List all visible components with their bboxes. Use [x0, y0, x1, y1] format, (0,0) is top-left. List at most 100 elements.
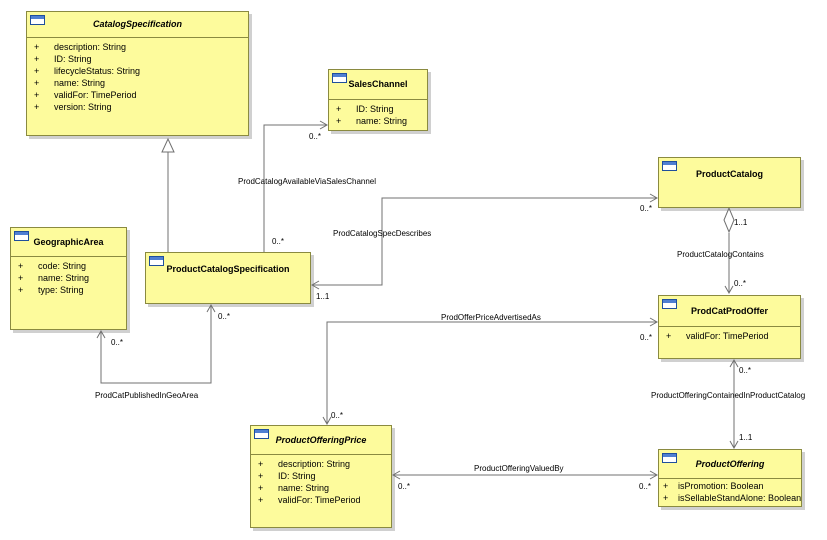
- attribute: +lifecycleStatus: String: [34, 66, 141, 76]
- attribute-list: +validFor: TimePeriod: [659, 327, 800, 342]
- assoc-offering-valued-by-arrow-offering: [649, 470, 659, 480]
- attribute: +validFor: TimePeriod: [34, 90, 137, 100]
- assoc-spec-describes-line[interactable]: [312, 197, 657, 286]
- assoc-label-price-advertised-as: ProdOfferPriceAdvertisedAs: [441, 313, 541, 322]
- multiplicity-label: 0..*: [272, 237, 285, 246]
- class-header: GeographicArea: [11, 228, 126, 256]
- class-product-catalog[interactable]: ProductCatalog: [658, 157, 801, 208]
- class-header: ProductCatalogSpecification: [146, 253, 310, 285]
- class-name: ProductCatalogSpecification: [166, 264, 290, 274]
- assoc-label-available-via-sales-channel: ProdCatalogAvailableViaSalesChannel: [238, 177, 377, 186]
- attribute: +name: String: [336, 116, 408, 126]
- class-product-offering[interactable]: ProductOffering +isPromotion: Boolean +i…: [658, 449, 802, 507]
- class-name: CatalogSpecification: [92, 19, 182, 29]
- class-name: ProductOffering: [695, 459, 765, 469]
- class-header: SalesChannel: [329, 70, 427, 99]
- class-prod-cat-prod-offer[interactable]: ProdCatProdOffer +validFor: TimePeriod: [658, 295, 801, 359]
- multiplicity-label: 0..*: [640, 333, 653, 342]
- assoc-spec-describes-arrow-spec: [310, 280, 320, 290]
- assoc-label-offering-contained: ProductOfferingContainedInProductCatalog: [651, 391, 806, 400]
- attribute: +name: String: [258, 483, 330, 493]
- assoc-offering-contained-arrow-prodoffer: [729, 358, 739, 368]
- assoc-price-advertised-as-line[interactable]: [326, 321, 657, 424]
- multiplicity-label: 0..*: [640, 204, 653, 213]
- multiplicity-label: 0..*: [111, 338, 124, 347]
- class-name: ProdCatProdOffer: [690, 306, 768, 316]
- assoc-published-geo-area-line[interactable]: [100, 305, 212, 384]
- class-icon: [254, 429, 269, 439]
- attribute-list: +isPromotion: Boolean +isSellableStandAl…: [659, 479, 801, 504]
- compartment-separator: [659, 326, 800, 327]
- multiplicity-label: 0..*: [218, 312, 231, 321]
- aggregation-diamond: [723, 206, 735, 234]
- attribute: +description: String: [34, 42, 127, 52]
- assoc-label-catalog-contains: ProductCatalogContains: [677, 250, 764, 259]
- assoc-available-via-sales-channel-arrow: [319, 120, 329, 130]
- attribute: +name: String: [34, 78, 106, 88]
- attribute: +name: String: [18, 273, 90, 283]
- multiplicity-label: 0..*: [309, 132, 322, 141]
- attribute-list: +code: String +name: String +type: Strin…: [11, 257, 126, 296]
- assoc-published-geo-area-arrow-geo: [96, 329, 106, 339]
- class-catalog-specification[interactable]: CatalogSpecification +description: Strin…: [26, 11, 249, 136]
- class-product-catalog-specification[interactable]: ProductCatalogSpecification: [145, 252, 311, 304]
- class-header: ProdCatProdOffer: [659, 296, 800, 326]
- assoc-offering-valued-by-arrow-price: [391, 470, 401, 480]
- class-icon: [662, 299, 677, 309]
- multiplicity-label: 1..1: [316, 292, 330, 301]
- assoc-price-advertised-as-arrow-price: [322, 416, 332, 426]
- multiplicity-label: 0..*: [734, 279, 747, 288]
- class-header: CatalogSpecification: [27, 12, 248, 37]
- class-sales-channel[interactable]: SalesChannel +ID: String +name: String: [328, 69, 428, 131]
- compartment-separator: [251, 454, 391, 455]
- generalization-arrowhead: [161, 137, 175, 153]
- attribute: +validFor: TimePeriod: [258, 495, 361, 505]
- attribute: +description: String: [258, 459, 351, 469]
- multiplicity-label: 0..*: [331, 411, 344, 420]
- compartment-separator: [329, 99, 427, 100]
- class-name: SalesChannel: [348, 79, 408, 89]
- class-header: ProductCatalog: [659, 158, 800, 190]
- compartment-separator: [11, 256, 126, 257]
- class-header: ProductOfferingPrice: [251, 426, 391, 454]
- assoc-label-published-geo-area: ProdCatPublishedInGeoArea: [95, 391, 199, 400]
- class-name: GeographicArea: [33, 237, 104, 247]
- assoc-published-geo-area-arrow-spec: [206, 303, 216, 313]
- assoc-label-offering-valued-by: ProductOfferingValuedBy: [474, 464, 564, 473]
- class-geographic-area[interactable]: GeographicArea +code: String +name: Stri…: [10, 227, 127, 330]
- attribute-list: +ID: String +name: String: [329, 100, 427, 127]
- multiplicity-label: 0..*: [639, 482, 652, 491]
- attribute: +ID: String: [258, 471, 316, 481]
- compartment-separator: [659, 478, 801, 479]
- multiplicity-label: 1..1: [739, 433, 753, 442]
- attribute: +isSellableStandAlone: Boolean: [663, 493, 802, 503]
- assoc-label-spec-describes: ProdCatalogSpecDescribes: [333, 229, 432, 238]
- class-icon: [332, 73, 347, 83]
- attribute-list: +description: String +ID: String +name: …: [251, 455, 391, 506]
- assoc-spec-describes-arrow-catalog: [649, 193, 659, 203]
- class-name: ProductOfferingPrice: [275, 435, 367, 445]
- attribute: +ID: String: [34, 54, 92, 64]
- multiplicity-label: 0..*: [398, 482, 411, 491]
- class-icon: [662, 161, 677, 171]
- attribute: +isPromotion: Boolean: [663, 481, 764, 491]
- attribute: +version: String: [34, 102, 112, 112]
- assoc-available-via-sales-channel-line[interactable]: [263, 124, 327, 252]
- attribute: +ID: String: [336, 104, 394, 114]
- assoc-price-advertised-as-arrow-prodoffer: [649, 317, 659, 327]
- class-icon: [14, 231, 29, 241]
- multiplicity-label: 0..*: [739, 366, 752, 375]
- assoc-catalog-contains-arrow: [724, 285, 734, 295]
- class-icon: [662, 453, 677, 463]
- class-icon: [30, 15, 45, 25]
- class-header: ProductOffering: [659, 450, 801, 478]
- attribute: +code: String: [18, 261, 87, 271]
- class-product-offering-price[interactable]: ProductOfferingPrice +description: Strin…: [250, 425, 392, 528]
- attribute-list: +description: String +ID: String +lifecy…: [27, 38, 248, 113]
- assoc-offering-contained-arrow-offering: [729, 440, 739, 450]
- multiplicity-label: 1..1: [734, 218, 748, 227]
- compartment-separator: [27, 37, 248, 38]
- attribute: +type: String: [18, 285, 84, 295]
